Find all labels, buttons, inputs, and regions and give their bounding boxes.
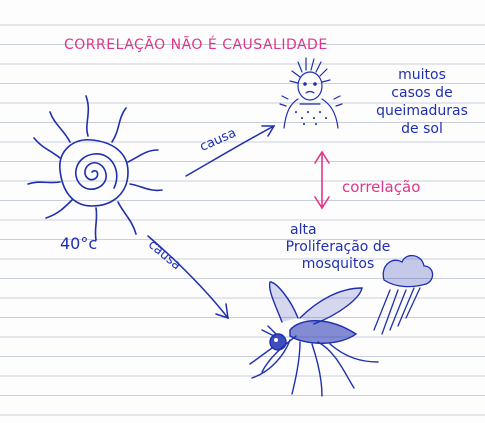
- sunburn-line-2: casos de: [376, 84, 468, 102]
- mosquito-line-2: Proliferação de: [272, 239, 404, 256]
- mosquito-proliferation-label: alta Proliferação de mosquitos: [272, 222, 404, 273]
- sunburn-cases-label: muitos casos de queimaduras de sol: [376, 66, 468, 138]
- mosquito-icon: [250, 282, 378, 396]
- sunburn-line-4: de sol: [376, 120, 468, 138]
- sunburned-person-icon: [280, 58, 342, 128]
- mosquito-line-3: mosquitos: [272, 256, 404, 273]
- sun-icon: [28, 96, 162, 240]
- sunburn-line-1: muitos: [376, 66, 468, 84]
- correlation-label: correlação: [342, 180, 420, 195]
- sunburn-line-3: queimaduras: [376, 102, 468, 120]
- temperature-label: 40°c: [60, 236, 97, 252]
- correlation-arrow: [315, 152, 329, 208]
- mosquito-line-1: alta: [272, 222, 404, 239]
